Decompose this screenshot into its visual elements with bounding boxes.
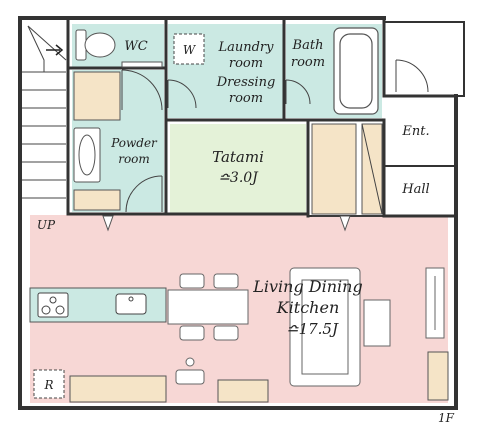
bath-label: Bath <box>292 38 324 53</box>
sofa-icon <box>289 267 391 387</box>
kitchen-sink-icon <box>115 293 147 315</box>
dining-set <box>167 273 249 341</box>
entrance-label: Ent. <box>401 124 429 139</box>
closet <box>73 71 121 121</box>
stair-direction-arrow-icon <box>46 44 64 56</box>
cooktop-icon <box>37 292 69 318</box>
stairs-up-label: UP <box>37 218 56 232</box>
toilet-icon <box>75 29 116 61</box>
tatami-size-label: ≏3.0J <box>218 170 259 186</box>
refrigerator-icon <box>33 369 65 399</box>
bathtub-icon <box>333 27 379 115</box>
ldk-size-label: ≏17.5J <box>286 320 339 338</box>
washer-icon <box>173 33 205 65</box>
door-marker-icon <box>102 215 114 232</box>
shoe-closet <box>311 123 357 215</box>
powder-label: Powder <box>110 136 158 150</box>
staircase <box>22 25 67 199</box>
desk-chair-icon <box>175 357 205 385</box>
doors <box>121 59 429 217</box>
wc-label: WC <box>124 39 147 54</box>
bath-label: room <box>291 55 325 70</box>
closet <box>73 189 121 211</box>
washer-label: W <box>183 43 197 57</box>
tv-board-icon <box>425 267 445 339</box>
laundry-label: Laundry <box>217 40 274 55</box>
laundry-label: Dressing <box>216 75 276 90</box>
tatami-floor <box>170 124 306 214</box>
refrigerator-label: R <box>43 378 53 392</box>
floor-label: 1F <box>438 411 455 425</box>
wash-basin-icon <box>73 127 101 183</box>
tatami-label: Tatami <box>212 148 264 166</box>
hall-label: Hall <box>401 182 429 197</box>
powder-label: room <box>118 152 150 166</box>
ldk-label: Living Dining <box>252 277 362 296</box>
faucet-icon <box>128 296 134 302</box>
counter-storage <box>69 375 167 403</box>
laundry-label: room <box>229 91 263 106</box>
door-marker-icon <box>339 215 351 232</box>
storage <box>427 351 449 401</box>
laundry-label: room <box>229 56 263 71</box>
walls <box>18 16 465 410</box>
ldk-label: Kitchen <box>276 298 340 317</box>
storage <box>217 379 269 403</box>
wc-counter <box>121 61 163 68</box>
